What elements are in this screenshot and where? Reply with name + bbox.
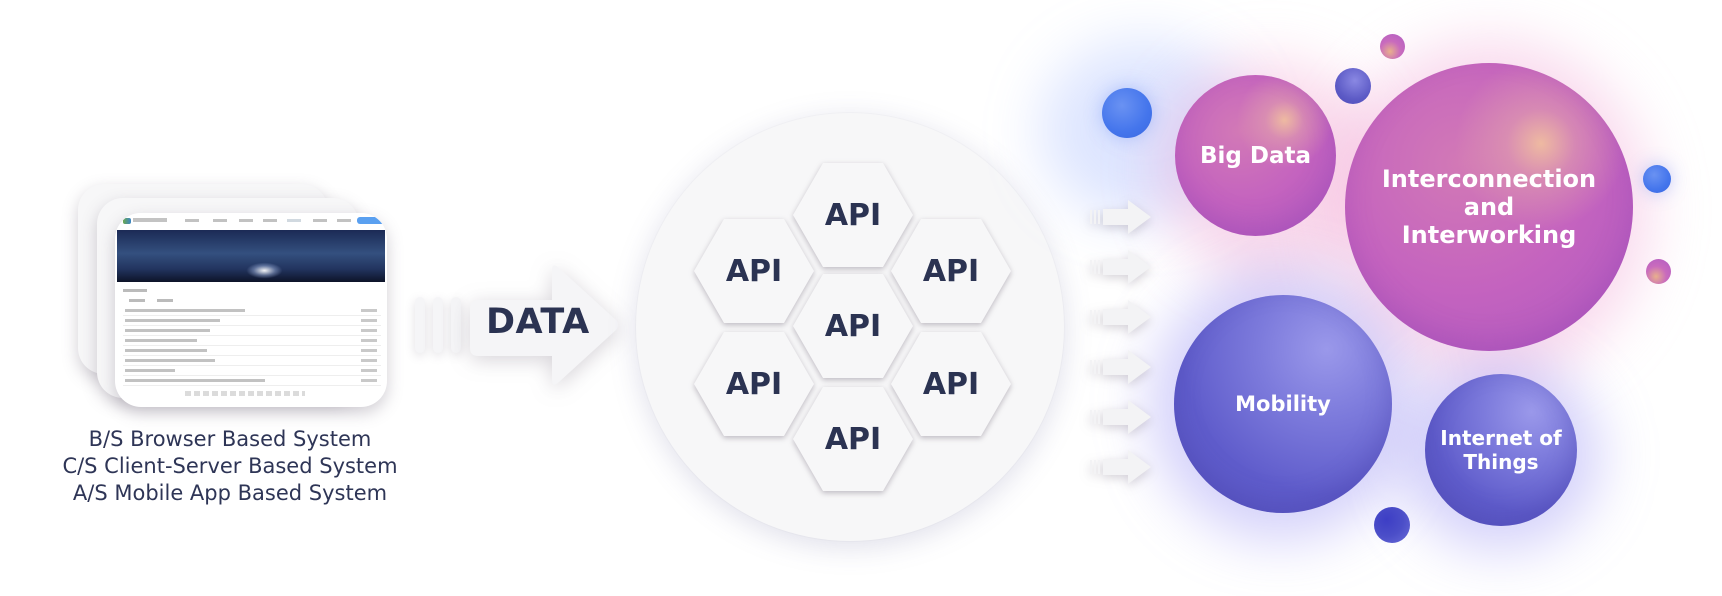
bubble-internet-of-things: Internet of Things [1425,374,1577,526]
arrow-right-icon [1090,400,1151,434]
mini-list-row [123,357,381,366]
mini-nav-item-active [287,219,301,222]
mini-nav-item [263,219,277,222]
mini-list-row [123,317,381,326]
system-label-cs: C/S Client-Server Based System [62,454,398,478]
system-label-bs: B/S Browser Based System [88,427,372,451]
mini-logo-text [133,218,167,222]
api-hexagon: API [793,274,913,378]
mini-section-heading [123,289,147,292]
mini-tab [129,299,145,302]
mini-tab [157,299,173,302]
decorative-orb [1643,165,1671,193]
api-hexagon: API [891,332,1011,436]
system-type-labels: B/S Browser Based System C/S Client-Serv… [20,426,440,507]
mini-browser-nav [115,213,387,229]
decorative-orb [1374,507,1410,543]
mini-nav-item [213,219,227,222]
api-hexagon: API [694,332,814,436]
arrow-right-icon [470,265,618,385]
speed-stripe [433,297,443,353]
bubble-big-data: Big Data [1175,75,1336,236]
decorative-orb [1646,259,1671,284]
arrow-right-icon [1090,200,1151,234]
mini-list-row [123,377,381,386]
decorative-orb [1380,34,1405,59]
mini-logo-icon [123,218,131,224]
mini-hero-banner [117,230,385,282]
mini-list-row [123,367,381,376]
preview-card-front [115,213,387,407]
system-label-as: A/S Mobile App Based System [72,481,388,505]
api-hexagon: API [793,387,913,491]
mini-list-row [123,327,381,336]
decorative-orb [1102,88,1152,138]
data-label: DATA [486,302,590,342]
arrow-right-icon [1090,450,1151,484]
api-hexagon: API [891,219,1011,323]
arrow-right-icon [1090,350,1151,384]
speed-stripe [451,297,461,353]
api-hexagon: API [694,219,814,323]
mini-list-row [123,337,381,346]
decorative-orb [1335,68,1371,104]
mini-list-row [123,307,381,316]
mini-nav-item [239,219,253,222]
speed-stripe [415,297,425,353]
arrow-right-icon [1090,300,1151,334]
bubble-mobility: Mobility [1174,295,1392,513]
bubble-interconnection: Interconnection and Interworking [1345,63,1633,351]
mini-nav-item [313,219,327,222]
mini-nav-item [337,219,351,222]
mini-pagination [185,391,305,396]
mini-nav-button [357,217,385,224]
arrow-right-icon [1090,250,1151,284]
mini-list-row [123,347,381,356]
mini-nav-item [185,219,199,222]
api-hexagon: API [793,163,913,267]
